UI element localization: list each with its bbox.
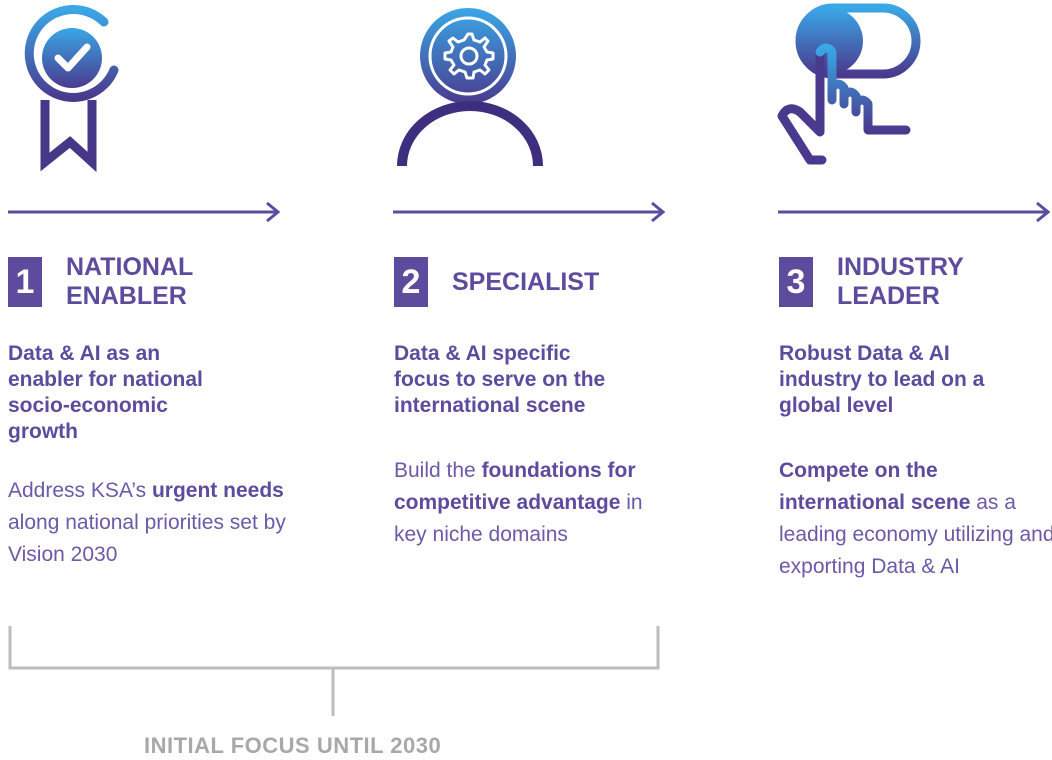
stage-3-title: INDUSTRY LEADER <box>837 253 964 310</box>
stage-2-desc-emphasis: foundations for competitive advantage <box>394 459 636 514</box>
stage-3: 3 INDUSTRY LEADER Robust Data & AI indus… <box>779 253 1052 583</box>
stage-2-description: Build the foundations for competitive ad… <box>394 455 674 551</box>
stage-1-desc-part: Address KSA’s <box>8 479 152 502</box>
stage-1-number: 1 <box>8 257 42 307</box>
stage-3-tagline: Robust Data & AI industry to lead on a g… <box>779 342 985 417</box>
stage-1-desc-part: along national priorities set by Vision … <box>8 511 286 566</box>
stage-2-desc-part: Build the <box>394 459 482 482</box>
stage-2-desc-part: in key niche domains <box>394 491 643 546</box>
stage-2: 2 SPECIALIST Data & AI specific focus to… <box>394 253 674 551</box>
stage-1-tagline: Data & AI as an enabler for national soc… <box>8 342 203 443</box>
stage-2-tagline: Data & AI specific focus to serve on the… <box>394 342 606 417</box>
stage-2-number: 2 <box>394 257 428 307</box>
stage-1-description: Address KSA’s urgent needs along nationa… <box>8 475 288 571</box>
award-ribbon-icon <box>24 4 119 173</box>
stage-2-header: 2 SPECIALIST <box>394 253 674 311</box>
specialist-gear-person-icon <box>397 8 543 167</box>
stage-3-arrow <box>778 201 1051 223</box>
stage-2-arrow <box>393 201 666 223</box>
stage-1-title: NATIONAL ENABLER <box>66 253 194 310</box>
stage-1-header: 1 NATIONAL ENABLER <box>8 253 288 311</box>
stage-3-desc-part: as a leading economy utilizing and expor… <box>779 491 1052 578</box>
stage-2-title: SPECIALIST <box>452 267 600 296</box>
stage-3-description: Compete on the international scene as a … <box>779 455 1052 583</box>
focus-label: INITIAL FOCUS UNTIL 2030 <box>144 733 442 758</box>
stage-1: 1 NATIONAL ENABLER Data & AI as an enabl… <box>8 253 288 571</box>
stage-3-number: 3 <box>779 257 813 307</box>
stage-1-arrow <box>8 201 281 223</box>
stage-1-desc-emphasis: urgent needs <box>151 479 284 502</box>
stage-3-desc-emphasis: Compete on the international scene <box>779 459 971 514</box>
hand-toggle-icon <box>777 3 921 165</box>
stage-3-header: 3 INDUSTRY LEADER <box>779 253 1052 311</box>
